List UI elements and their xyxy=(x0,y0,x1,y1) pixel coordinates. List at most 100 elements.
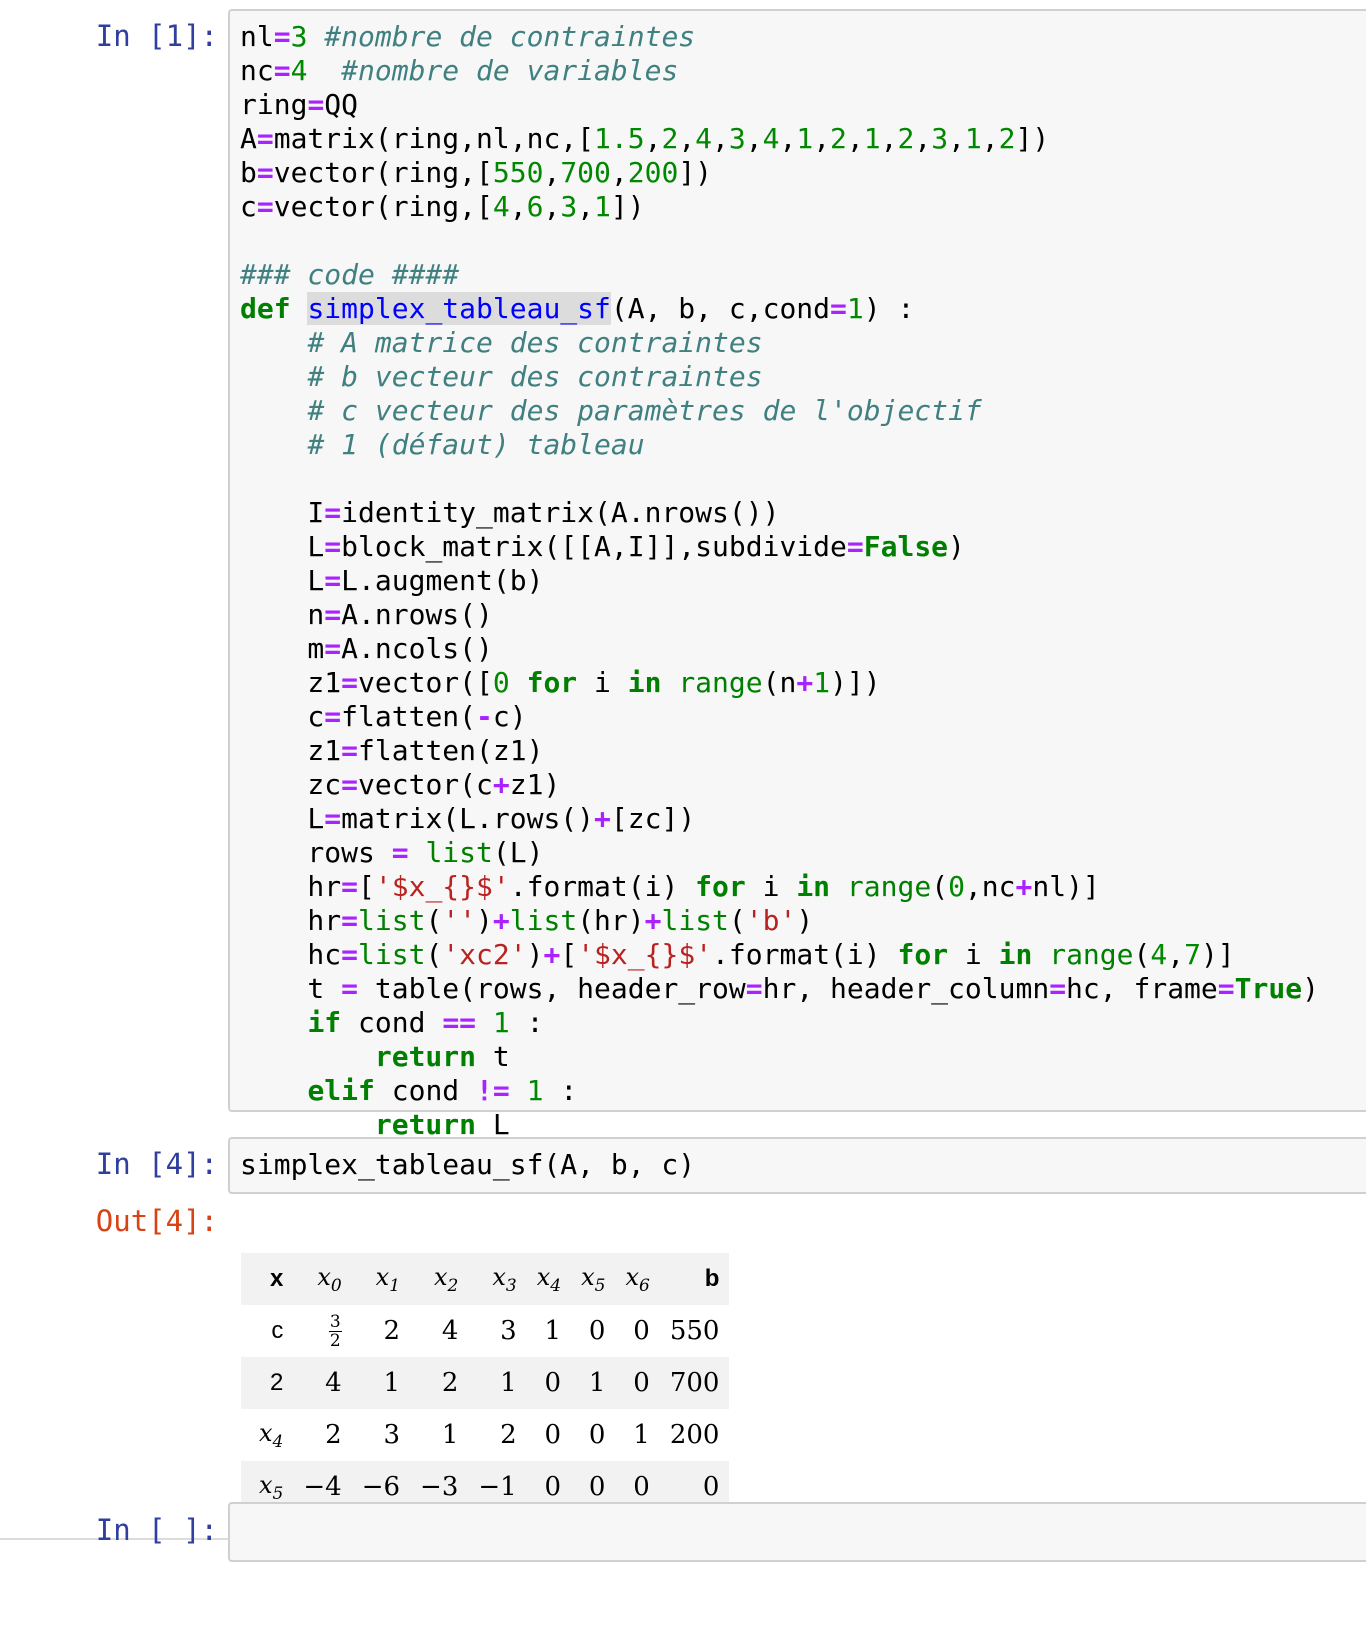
code-token: 1 xyxy=(796,122,814,155)
code-token: I xyxy=(240,496,325,529)
code-line: nc=4 #nombre de variables xyxy=(240,54,1319,88)
code-token: 'b' xyxy=(745,904,797,937)
code-token: , xyxy=(543,190,561,223)
cell-2-output-prompt: Out[4]: xyxy=(95,1204,218,1238)
code-line: A=matrix(ring,nl,nc,[1.5,2,4,3,4,1,2,1,2… xyxy=(240,122,1319,156)
cell-2-input[interactable]: simplex_tableau_sf(A, b, c) xyxy=(228,1137,1366,1194)
code-line: simplex_tableau_sf(A, b, c) xyxy=(240,1148,695,1182)
code-token xyxy=(661,666,678,699)
code-token: = xyxy=(324,530,342,563)
header-subscript: 5 xyxy=(272,1483,284,1504)
code-token: 2 xyxy=(897,122,915,155)
code-token: , xyxy=(813,122,831,155)
code-token: )]) xyxy=(830,666,881,699)
code-token: in xyxy=(627,666,662,699)
code-token: ( xyxy=(425,904,443,937)
code-token: 7 xyxy=(1184,938,1201,971)
table-cell: 1 xyxy=(500,1368,517,1398)
code-token: 1 xyxy=(526,1074,544,1107)
code-token: = xyxy=(324,564,342,597)
code-token: vector(ring,[ xyxy=(273,156,493,189)
header-subscript: 5 xyxy=(594,1275,606,1296)
code-token: = xyxy=(324,802,342,835)
table-cell: −1 xyxy=(478,1472,517,1502)
code-token: , xyxy=(981,122,999,155)
code-token: = xyxy=(391,836,409,869)
code-token: , xyxy=(880,122,898,155)
table-header-cell: x2 xyxy=(410,1253,468,1305)
code-line: c=flatten(-c) xyxy=(240,700,1319,734)
code-token: flatten(z1) xyxy=(358,734,544,767)
code-token: hc xyxy=(240,938,342,971)
code-token: #nombre de variables xyxy=(341,54,679,87)
code-token: ) xyxy=(526,938,544,971)
code-token: ]) xyxy=(1015,122,1050,155)
code-token: = xyxy=(256,122,274,155)
code-token: , xyxy=(509,190,527,223)
code-token: , xyxy=(914,122,932,155)
code-token: cond xyxy=(374,1074,477,1107)
code-token: = xyxy=(273,54,291,87)
code-token: L xyxy=(240,530,325,563)
cell-3-input[interactable] xyxy=(228,1502,1366,1562)
code-token: A.ncols() xyxy=(341,632,493,665)
code-token xyxy=(240,326,307,359)
table-header-cell: x0 xyxy=(293,1253,351,1305)
code-token: 1 xyxy=(813,666,831,699)
fraction-denominator: 2 xyxy=(329,1330,341,1351)
code-token: 700 xyxy=(560,156,611,189)
code-token: i xyxy=(948,938,999,971)
table-cell: 2 xyxy=(441,1368,459,1398)
code-token: ( xyxy=(1133,938,1151,971)
code-token: # b vecteur des contraintes xyxy=(307,360,763,393)
code-line: z1=flatten(z1) xyxy=(240,734,1319,768)
table-cell: 0 xyxy=(702,1472,720,1502)
code-token xyxy=(240,1074,307,1107)
code-token: 2 xyxy=(998,122,1016,155)
code-token: '$x_{}$' xyxy=(577,938,713,971)
code-token: n xyxy=(240,598,325,631)
code-token: 4 xyxy=(290,54,308,87)
code-token: table(rows, header_row xyxy=(358,972,746,1005)
code-token: ( xyxy=(931,870,949,903)
code-token: matrix(L.rows() xyxy=(341,802,595,835)
table-header-cell: x xyxy=(270,1265,284,1292)
code-token: ) xyxy=(1302,972,1319,1005)
code-token xyxy=(307,54,341,87)
code-token: (hr) xyxy=(577,904,645,937)
code-token: i xyxy=(745,870,797,903)
code-line: z1=vector([0 for i in range(n+1)]) xyxy=(240,666,1319,700)
code-token: elif xyxy=(307,1074,375,1107)
table-cell: 3 xyxy=(383,1420,401,1450)
code-token: [ xyxy=(358,870,375,903)
code-token: z1 xyxy=(240,734,342,767)
code-token: 3 xyxy=(728,122,746,155)
header-symbol: x xyxy=(536,1262,551,1291)
code-token: for xyxy=(695,870,746,903)
code-token: , xyxy=(543,156,561,189)
code-token: t xyxy=(240,972,342,1005)
code-token: 2 xyxy=(661,122,679,155)
code-token: False xyxy=(863,530,949,563)
code-token: #nombre de contraintes xyxy=(324,20,696,53)
code-token: ) xyxy=(948,530,965,563)
cell-2-code[interactable]: simplex_tableau_sf(A, b, c) xyxy=(240,1148,695,1182)
code-token: hr xyxy=(240,904,342,937)
code-token: (A, b, c,cond xyxy=(610,292,831,325)
code-token: c xyxy=(240,190,257,223)
row-header-cell: x5 xyxy=(241,1461,293,1513)
table-cell: 0 xyxy=(544,1472,562,1502)
code-token: , xyxy=(948,122,965,155)
code-token: ) xyxy=(476,904,493,937)
code-token: = xyxy=(256,156,274,189)
code-token: if xyxy=(307,1006,342,1039)
code-line: L=matrix(L.rows()+[zc]) xyxy=(240,802,1319,836)
table-cell: 1 xyxy=(588,1368,606,1398)
code-token: = xyxy=(307,88,325,121)
